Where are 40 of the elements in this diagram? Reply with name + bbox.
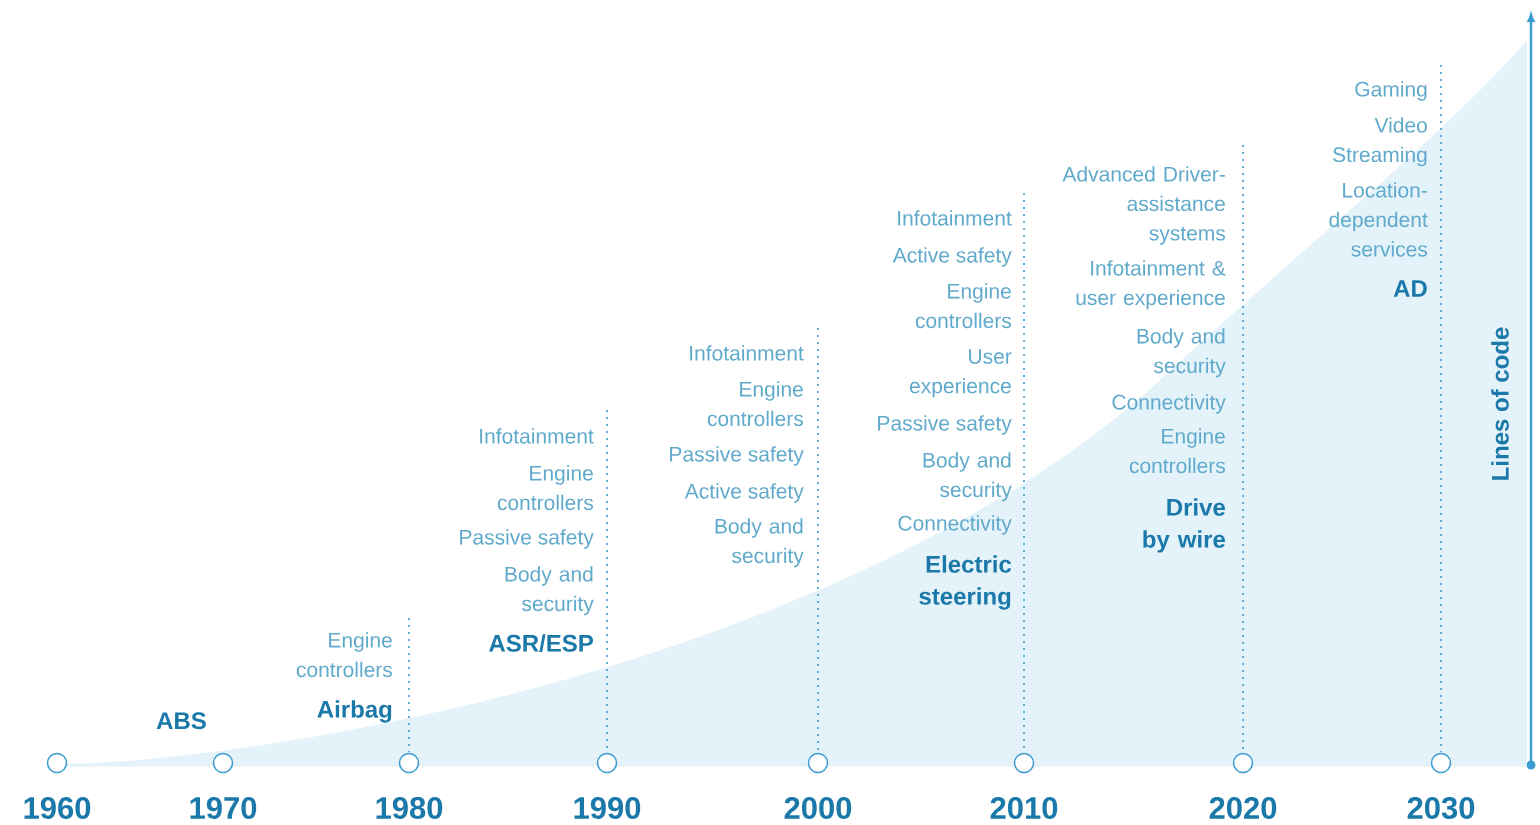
feature-label: Engine controllers — [1129, 428, 1226, 474]
feature-label: User experience — [909, 349, 1012, 398]
feature-label: Body and security — [923, 452, 1012, 502]
feature-label: Body and security — [715, 518, 804, 568]
feature-label: Active safety — [684, 483, 804, 503]
feature-label: Active safety — [892, 247, 1012, 267]
milestone-label: AD — [1393, 280, 1427, 297]
milestone-label: ASR/ESP — [489, 634, 593, 653]
feature-label: Passive safety — [460, 529, 594, 549]
feature-label: Engine controllers — [296, 632, 393, 678]
axis-label: Lines of code — [1491, 327, 1509, 480]
feature-label: Body and security — [1137, 328, 1226, 378]
feature-label: Infotainment — [690, 345, 804, 361]
year-label: 2000 — [784, 797, 852, 819]
feature-label: Engine controllers — [707, 381, 804, 427]
feature-label: Infotainment — [480, 428, 594, 444]
feature-label: Infotainment & user experience — [1076, 260, 1226, 310]
year-label: 2020 — [1209, 797, 1277, 819]
feature-label: Passive safety — [670, 446, 804, 466]
year-label: 1980 — [376, 797, 443, 819]
feature-label: Advanced Driver-assistance systems — [1062, 166, 1226, 245]
feature-label: Engine controllers — [915, 283, 1012, 329]
feature-label: Connectivity — [898, 515, 1012, 535]
feature-label: Passive safety — [878, 415, 1012, 435]
feature-label: Location-dependent services — [1329, 182, 1428, 257]
feature-label: Engine controllers — [497, 465, 594, 511]
milestone-label: Electric steering — [919, 555, 1012, 610]
feature-label: Gaming — [1355, 81, 1427, 101]
feature-label: Body and security — [505, 566, 594, 616]
feature-label: Infotainment — [898, 210, 1012, 226]
feature-label: Connectivity — [1112, 394, 1226, 414]
year-label: 2010 — [990, 797, 1058, 819]
year-label: 2030 — [1407, 797, 1475, 819]
milestone-label: Drive by wire — [1143, 498, 1225, 553]
year-label: 1990 — [574, 797, 641, 819]
milestone-label: Airbag — [317, 700, 392, 723]
year-label: 1970 — [190, 797, 257, 819]
milestone-label: ABS — [156, 712, 206, 730]
feature-label: Video Streaming — [1333, 117, 1427, 167]
year-label: 1960 — [24, 797, 91, 819]
